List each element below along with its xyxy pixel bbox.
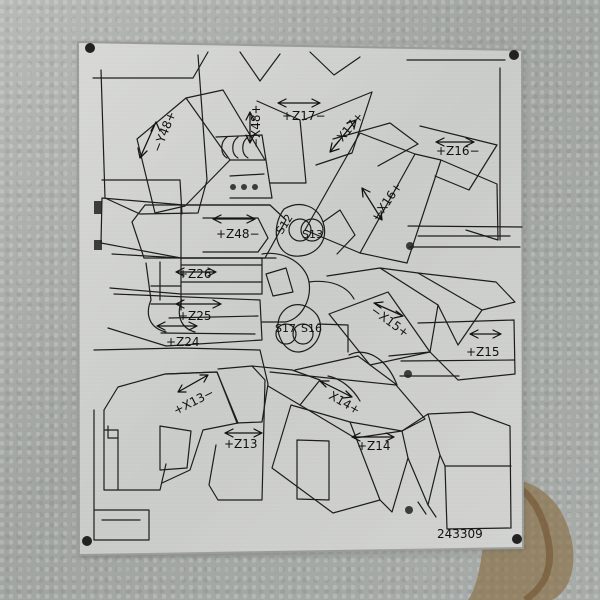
machine-drawing — [92, 51, 523, 541]
label-z25: +Z25 — [178, 309, 212, 323]
label-z48: +Z48− — [216, 227, 260, 241]
label-s13: S13 — [302, 228, 323, 241]
axis-arrows — [137, 98, 502, 442]
mounting-hole-bottom-left — [82, 536, 92, 546]
label-s17: S17 — [275, 322, 296, 335]
label-z17: +Z17− — [282, 109, 326, 123]
part-number: 243309 — [437, 527, 483, 541]
label-z15: +Z15 — [466, 345, 500, 359]
label-z26: +Z26 — [178, 267, 212, 281]
label-x48: −X48+ — [249, 104, 263, 148]
label-z14: +Z14 — [357, 439, 391, 453]
label-z13: +Z13 — [224, 437, 258, 451]
label-z24: +Z24 — [166, 335, 200, 349]
label-s16: S16 — [301, 322, 322, 335]
mounting-hole-bottom-right — [512, 534, 522, 544]
mounting-hole-top-right — [509, 50, 519, 60]
drawing-fill-details — [94, 184, 414, 514]
mounting-hole-top-left — [85, 43, 95, 53]
brushed-texture — [78, 42, 523, 555]
label-z16: +Z16− — [436, 144, 480, 158]
